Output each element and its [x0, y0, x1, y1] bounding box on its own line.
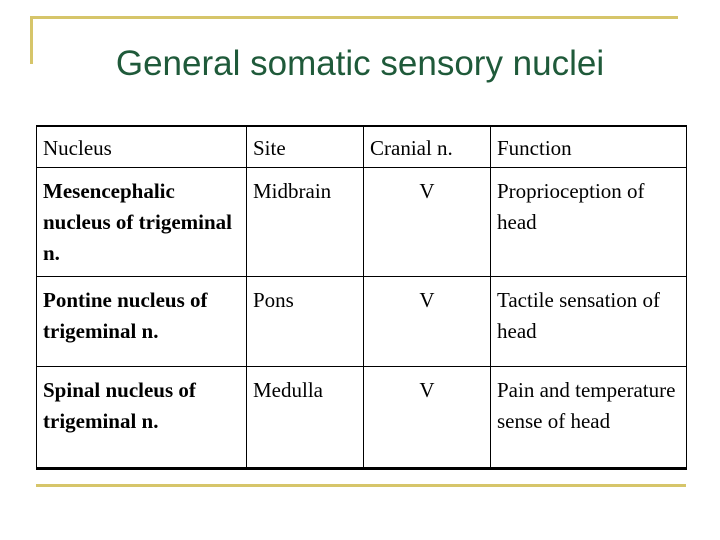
header-site: Site: [246, 126, 364, 168]
frame-line-top: [30, 16, 678, 19]
cell-site: Midbrain: [246, 167, 364, 277]
header-function: Function: [490, 126, 687, 168]
table-row: Pontine nucleus of trigeminal n. Pons V …: [36, 276, 687, 367]
slide-title: General somatic sensory nuclei: [115, 44, 605, 83]
table-row: Spinal nucleus of trigeminal n. Medulla …: [36, 366, 687, 469]
cell-cranial-nerve: V: [363, 167, 491, 277]
frame-line-left: [30, 16, 33, 64]
cell-site: Medulla: [246, 366, 364, 469]
cell-function: Tactile sensation of head: [490, 276, 687, 367]
header-cranial-nerve: Cranial n.: [363, 126, 491, 168]
nuclei-table: Nucleus Site Cranial n. Function Mesence…: [36, 125, 687, 470]
cell-cranial-nerve: V: [363, 276, 491, 367]
cell-nucleus: Spinal nucleus of trigeminal n.: [36, 366, 247, 469]
cell-function: Proprioception of head: [490, 167, 687, 277]
cell-cranial-nerve: V: [363, 366, 491, 469]
cell-site: Pons: [246, 276, 364, 367]
table-row: Mesencephalic nucleus of trigeminal n. M…: [36, 167, 687, 277]
nuclei-table-container: Nucleus Site Cranial n. Function Mesence…: [36, 125, 687, 470]
cell-nucleus: Mesencephalic nucleus of trigeminal n.: [36, 167, 247, 277]
table-header-row: Nucleus Site Cranial n. Function: [36, 126, 687, 168]
header-nucleus: Nucleus: [36, 126, 247, 168]
frame-line-bottom: [36, 484, 686, 487]
cell-nucleus: Pontine nucleus of trigeminal n.: [36, 276, 247, 367]
cell-function: Pain and temperature sense of head: [490, 366, 687, 469]
